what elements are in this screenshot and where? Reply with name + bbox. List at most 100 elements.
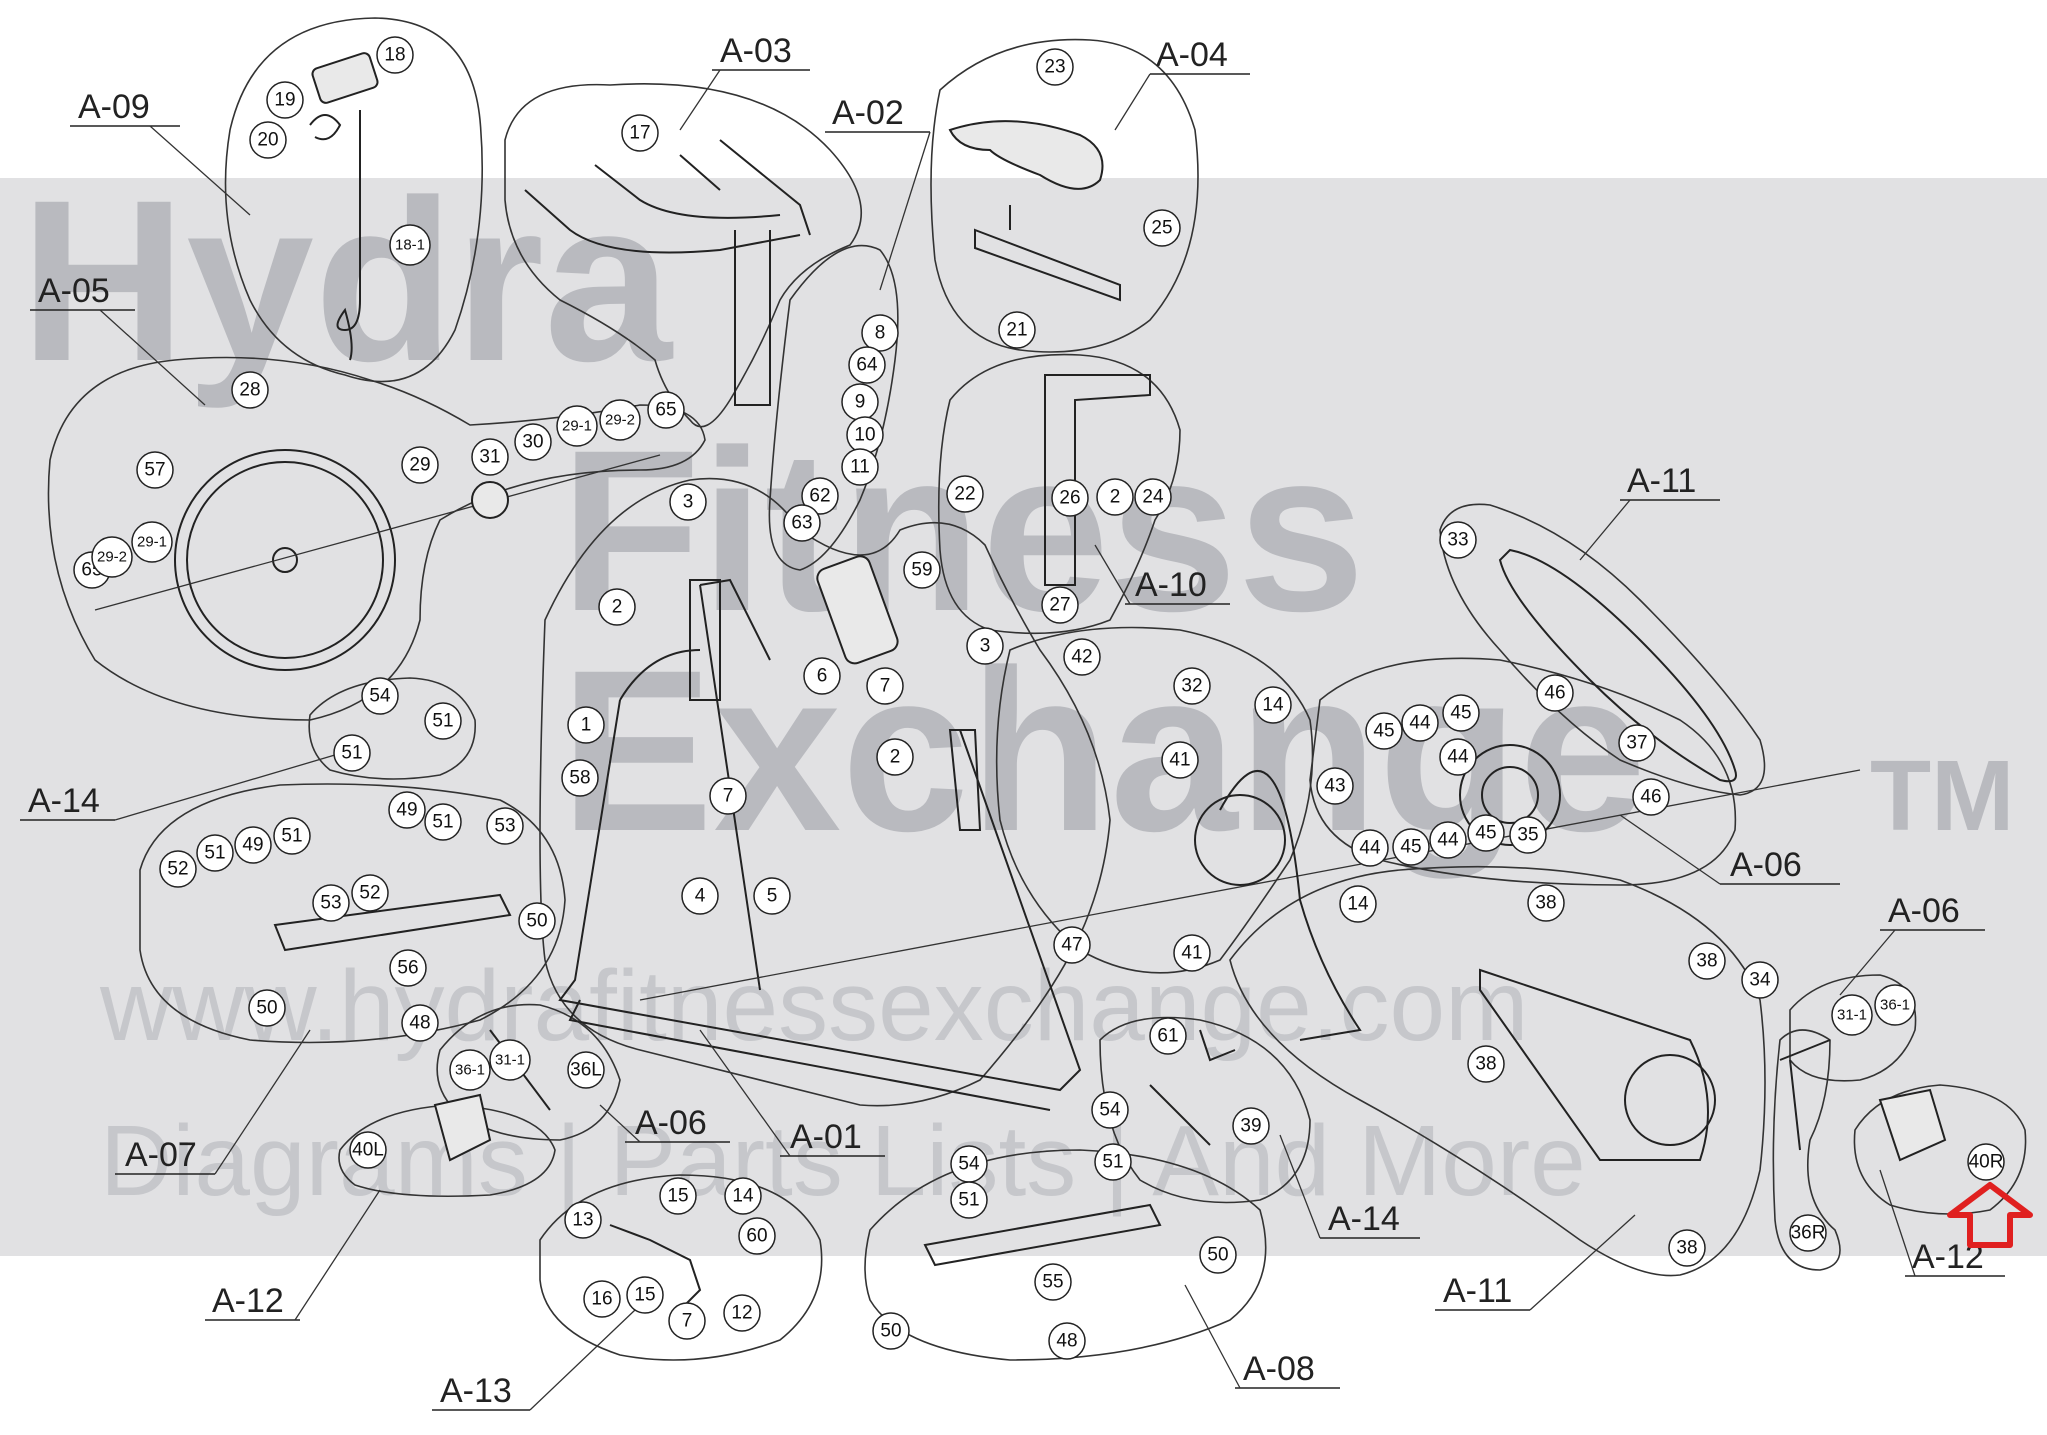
- group-label-text: A-02: [832, 94, 904, 132]
- callout-number: 14: [732, 1186, 754, 1207]
- part-callout-50: 50: [872, 1312, 910, 1350]
- callout-circle: [1048, 1322, 1086, 1360]
- callout-circle: [131, 521, 173, 563]
- chain-guard-window: [1624, 1054, 1716, 1146]
- callout-circle: [876, 738, 914, 776]
- part-callout-52: 52: [351, 874, 389, 912]
- outline-a11-bot: [1229, 865, 1766, 1277]
- part-callout-51: 51: [273, 817, 311, 855]
- callout-circle: [1053, 926, 1091, 964]
- callout-number: 39: [1240, 1116, 1261, 1137]
- handlebar-post: [734, 230, 771, 406]
- callout-number: 29-1: [137, 534, 167, 551]
- callout-number: 27: [1049, 595, 1070, 616]
- callout-number: 50: [880, 1321, 901, 1342]
- callout-number: 6: [817, 666, 828, 687]
- part-callout-22: 22: [946, 475, 984, 513]
- part-callout-65: 65: [647, 391, 685, 429]
- callout-circle: [567, 706, 605, 744]
- part-callout-41: 41: [1173, 934, 1211, 972]
- part-callout-11: 11: [841, 448, 879, 486]
- callout-number: 45: [1475, 823, 1496, 844]
- callout-number: 46: [1640, 787, 1661, 808]
- callout-circle: [1509, 816, 1547, 854]
- part-callout-31-1: 31-1: [1831, 994, 1873, 1036]
- flywheel-outer: [174, 449, 396, 671]
- callout-circle: [1392, 828, 1430, 866]
- callout-circle: [1831, 994, 1873, 1036]
- callout-number: 44: [1437, 830, 1459, 851]
- group-label-a11-top: A-11: [1579, 462, 1720, 561]
- callout-circle: [998, 311, 1036, 349]
- callout-circle: [1036, 48, 1074, 86]
- part-callout-9: 9: [841, 383, 879, 421]
- callout-circle: [1041, 586, 1079, 624]
- callout-number: 51: [1102, 1152, 1123, 1173]
- drive-pulley-inner: [1481, 766, 1539, 824]
- drive-pulley: [1459, 744, 1561, 846]
- callout-circle: [389, 949, 427, 987]
- callout-circle: [1618, 724, 1656, 762]
- callout-number: 50: [256, 998, 277, 1019]
- part-callout-14: 14: [1254, 686, 1292, 724]
- part-callout-44: 44: [1429, 821, 1467, 859]
- callout-number: 12: [731, 1303, 752, 1324]
- callout-number: 52: [167, 859, 188, 880]
- callout-number: 40R: [1969, 1152, 2004, 1173]
- part-callout-51: 51: [424, 702, 462, 740]
- part-callout-15: 15: [659, 1177, 697, 1215]
- callout-number: 64: [856, 355, 878, 376]
- part-callout-61: 61: [1149, 1017, 1187, 1055]
- callout-number: 61: [1157, 1026, 1178, 1047]
- callout-circle: [1161, 741, 1199, 779]
- watermark: Hydra Fitness Exchange TM www.hydrafitne…: [20, 152, 2014, 1217]
- callout-circle: [1439, 521, 1477, 559]
- group-label-text: A-08: [1243, 1350, 1315, 1388]
- group-label-text: A-06: [635, 1104, 707, 1142]
- part-callout-40R: 40R: [1967, 1143, 2005, 1181]
- part-callout-42: 42: [1063, 638, 1101, 676]
- callout-number: 20: [257, 130, 278, 151]
- group-label-a03: A-03: [679, 32, 810, 131]
- group-label-text: A-12: [212, 1282, 284, 1320]
- group-label-text: A-10: [1135, 566, 1207, 604]
- callout-circle: [1442, 694, 1480, 732]
- outline-a12-crank-right: [1772, 1029, 1841, 1271]
- callout-number: 24: [1142, 487, 1164, 508]
- callout-circle: [659, 1177, 697, 1215]
- part-callout-56: 56: [389, 949, 427, 987]
- part-callout-44: 44: [1351, 829, 1389, 867]
- callout-number: 3: [683, 492, 694, 513]
- outline-a03: [504, 83, 863, 428]
- part-callout-29-2: 29-2: [599, 399, 641, 441]
- group-label-a01: A-01: [699, 1029, 885, 1157]
- callout-circle: [1254, 686, 1292, 724]
- part-callout-50: 50: [518, 902, 556, 940]
- callout-number: 18: [384, 45, 405, 66]
- right-pedal: [1878, 1088, 1947, 1162]
- part-callout-18: 18: [376, 36, 414, 74]
- callout-circle: [424, 803, 462, 841]
- part-callout-3: 3: [966, 627, 1004, 665]
- group-label-text: A-06: [1888, 892, 1960, 930]
- part-callout-2: 2: [876, 738, 914, 776]
- callout-number: 51: [432, 711, 453, 732]
- group-label-a12-left: A-12: [205, 1189, 381, 1321]
- part-drawings: [94, 52, 1947, 1311]
- callout-circle: [518, 902, 556, 940]
- callout-circle: [946, 475, 984, 513]
- callout-circle: [801, 477, 839, 515]
- callout-circle: [1232, 1107, 1270, 1145]
- part-callout-51: 51: [424, 803, 462, 841]
- seat-slider: [974, 205, 1121, 302]
- part-callout-58: 58: [561, 759, 599, 797]
- part-callout-7: 7: [866, 667, 904, 705]
- callout-circle: [388, 791, 426, 829]
- callout-number: 44: [1409, 713, 1431, 734]
- callout-number: 18-1: [395, 237, 425, 254]
- callout-number: 41: [1169, 750, 1190, 771]
- callout-circle: [561, 759, 599, 797]
- callout-circle: [1149, 1017, 1187, 1055]
- part-callout-7: 7: [668, 1302, 706, 1340]
- part-callout-57: 57: [136, 451, 174, 489]
